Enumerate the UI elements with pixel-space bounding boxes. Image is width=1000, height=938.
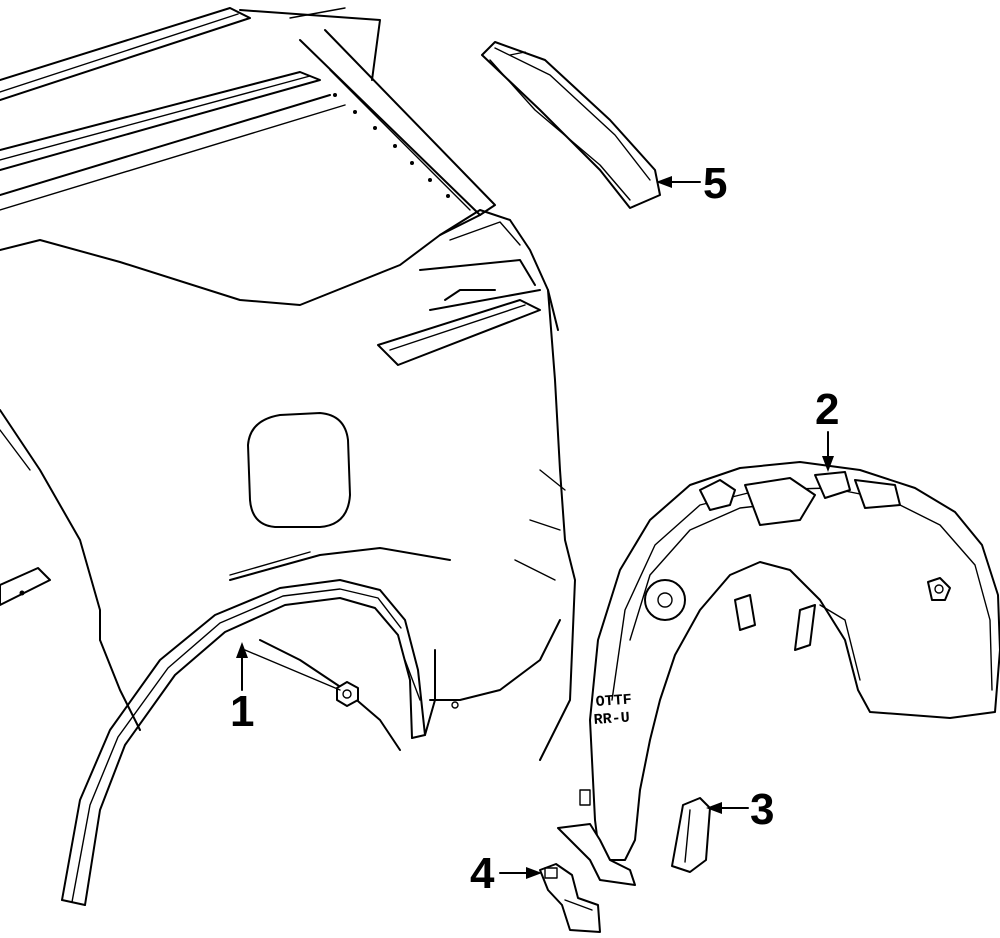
part-4-bracket <box>539 863 601 933</box>
liner-stamp-line-1: OTTF <box>595 692 632 711</box>
callout-2: 2 <box>815 385 839 434</box>
leader-3 <box>706 802 749 814</box>
pillar-holes <box>333 93 450 198</box>
leader-4 <box>499 867 542 879</box>
leader-1 <box>236 642 341 691</box>
callout-5: 5 <box>703 159 727 208</box>
leader-2 <box>822 431 834 472</box>
callout-1: 1 <box>230 687 254 736</box>
part-2-wheelhouse-liner: OTTF RR-U <box>557 461 1000 886</box>
leader-5 <box>656 176 701 188</box>
liner-stamp-line-2: RR-U <box>593 710 630 729</box>
callout-4: 4 <box>470 849 495 898</box>
vehicle-quarter-panel <box>0 7 576 761</box>
part-5-pillar-molding <box>481 41 661 209</box>
fuel-door <box>247 412 351 528</box>
part-1-wheel-opening-molding <box>61 579 436 906</box>
callout-3: 3 <box>750 785 774 834</box>
part-3-retainer <box>671 797 711 873</box>
